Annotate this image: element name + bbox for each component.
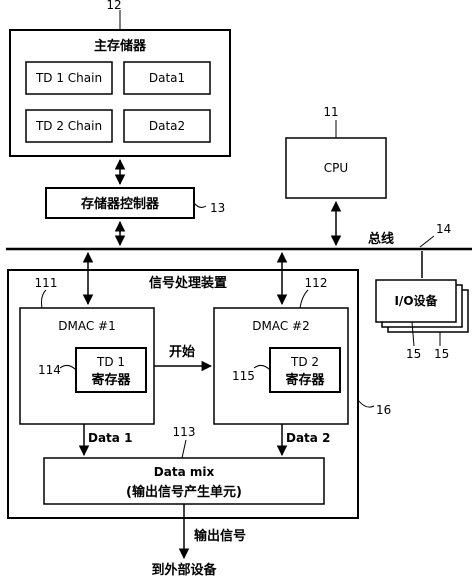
td1-register-line2: 寄存器 <box>91 372 131 388</box>
datamix-line2: (输出信号产生单元) <box>126 484 242 500</box>
io-device-label: I/O设备 <box>394 293 438 308</box>
dmac2-block: DMAC #2 112 TD 2 寄存器 115 <box>213 276 349 425</box>
td1-register-line1: TD 1 <box>96 355 125 369</box>
memory-controller-label: 存储器控制器 <box>81 196 160 212</box>
system-bus: 总线 14 <box>6 222 472 251</box>
datamix-line1: Data mix <box>154 465 215 479</box>
td2-register-ref: 115 <box>232 369 255 383</box>
datamix-ref: 113 <box>173 425 196 439</box>
td2-chain-label: TD 2 Chain <box>35 119 102 133</box>
td1-register-ref: 114 <box>38 363 61 377</box>
bus-ref: 14 <box>436 222 451 236</box>
dmac1-label: DMAC #1 <box>58 319 115 333</box>
data1-flow-label: Data 1 <box>88 431 132 445</box>
main-memory-title: 主存储器 <box>94 38 147 54</box>
data2-flow-label: Data 2 <box>286 431 330 445</box>
dmac1-ref: 111 <box>35 276 58 290</box>
dmac1-block: DMAC #1 111 TD 1 寄存器 114 <box>19 276 155 425</box>
io-device-stack: I/O设备 15 15 <box>375 279 469 361</box>
start-label: 开始 <box>169 344 195 360</box>
data1-block-label: Data1 <box>149 71 185 85</box>
datamix-block: Data mix (输出信号产生单元) 113 <box>43 425 325 505</box>
cpu-ref: 11 <box>323 105 338 119</box>
bus-label: 总线 <box>368 231 394 247</box>
memory-controller-ref: 13 <box>210 201 225 215</box>
cpu-block: CPU 11 <box>285 105 387 199</box>
dmac2-label: DMAC #2 <box>252 319 309 333</box>
dmac2-ref: 112 <box>305 276 328 290</box>
io-device-ref-b: 15 <box>434 347 449 361</box>
td1-chain-label: TD 1 Chain <box>35 71 102 85</box>
cpu-label: CPU <box>324 161 348 175</box>
signal-processor-title: 信号处理装置 <box>149 275 227 291</box>
output-signal-label: 输出信号 <box>194 528 246 544</box>
td2-register-line2: 寄存器 <box>285 372 325 388</box>
memory-controller-block: 存储器控制器 13 <box>45 187 225 219</box>
main-memory-block: 主存储器 12 TD 1 Chain Data1 TD 2 Chain Data… <box>9 0 231 157</box>
main-memory-ref: 12 <box>106 0 121 12</box>
td2-register-line1: TD 2 <box>290 355 319 369</box>
signal-processor-ref: 16 <box>376 403 391 417</box>
io-device-ref-a: 15 <box>406 347 421 361</box>
external-device-label: 到外部设备 <box>151 562 217 578</box>
data2-block-label: Data2 <box>149 119 185 133</box>
